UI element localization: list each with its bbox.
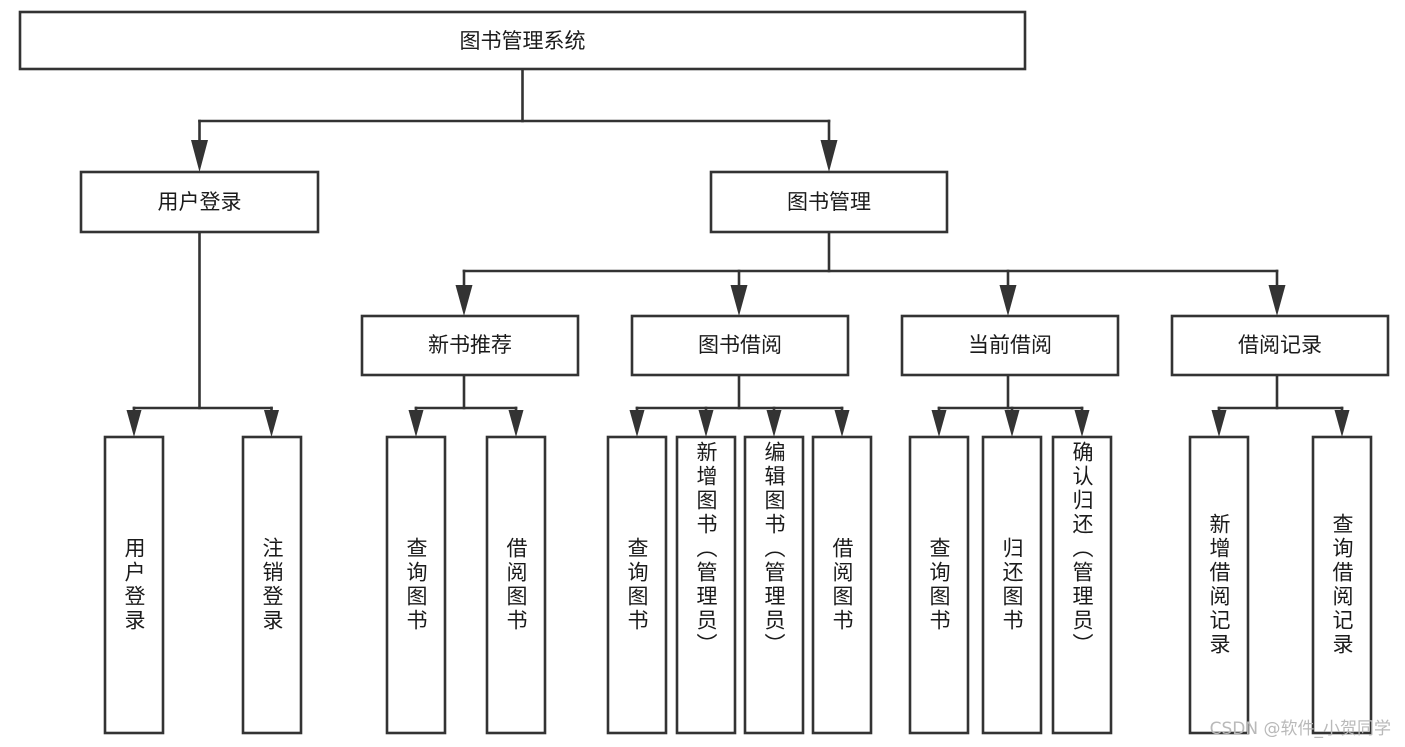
leaf-box-edit-book-admin[interactable] — [743, 435, 805, 735]
arrow-icon-leaf-return-book — [1004, 410, 1020, 437]
leaf-label: 查询图书 — [404, 537, 428, 633]
leaf-label-wrap: 新增图书（管理员） — [677, 437, 735, 733]
connector-user-login-to-leaves — [126, 230, 279, 437]
connector-current-borrow-to-leaves — [931, 373, 1090, 437]
leaf-label: 确认归还（管理员） — [1070, 441, 1094, 657]
leaf-label-wrap: 编辑图书（管理员） — [745, 437, 803, 733]
leaf-box-user-login[interactable] — [103, 435, 165, 735]
arrow-icon-book-manage — [820, 140, 838, 172]
leaf-box-add-borrow-record[interactable] — [1188, 435, 1250, 735]
arrow-icon-leaf-query-book-3 — [931, 410, 947, 437]
node-borrow-record[interactable]: 借阅记录 — [1170, 314, 1390, 377]
leaf-label: 注销登录 — [260, 537, 284, 633]
node-new-book-recommend[interactable]: 新书推荐 — [360, 314, 580, 377]
node-root[interactable]: 图书管理系统 — [18, 10, 1027, 71]
leaf-box-borrow-book-1[interactable] — [485, 435, 547, 735]
leaf-label: 借阅图书 — [504, 537, 528, 633]
node-borrow-record-label: 借阅记录 — [1238, 333, 1322, 357]
node-book-borrow[interactable]: 图书借阅 — [630, 314, 850, 377]
leaf-box-query-book-2[interactable] — [606, 435, 668, 735]
leaf-label: 归还图书 — [1000, 537, 1024, 633]
leaf-box-query-book-3[interactable] — [908, 435, 970, 735]
node-root-box[interactable] — [18, 10, 1027, 71]
leaf-label-wrap: 新增借阅记录 — [1190, 437, 1248, 733]
leaf-label-wrap: 确认归还（管理员） — [1053, 437, 1111, 733]
node-user-login-label: 用户登录 — [158, 190, 242, 214]
leaf-label: 借阅图书 — [830, 537, 854, 633]
leaf-label-wrap: 借阅图书 — [487, 437, 545, 733]
leaf-label: 新增图书（管理员） — [694, 441, 718, 657]
connector-book-borrow-to-leaves — [629, 373, 850, 437]
node-new-book-recommend-box[interactable] — [360, 314, 580, 377]
connector-root-to-level2 — [191, 67, 838, 172]
node-user-login-box[interactable] — [79, 170, 320, 234]
leaf-label-wrap: 归还图书 — [983, 437, 1041, 733]
leaf-box-add-book-admin[interactable] — [675, 435, 737, 735]
arrow-icon-leaf-add-borrow-record — [1211, 410, 1227, 437]
leaf-box-borrow-book-2[interactable] — [811, 435, 873, 735]
leaf-label: 查询借阅记录 — [1330, 513, 1354, 657]
arrow-icon-leaf-confirm-return — [1074, 410, 1090, 437]
arrow-icon-leaf-query-borrow-record — [1334, 410, 1350, 437]
node-current-borrow[interactable]: 当前借阅 — [900, 314, 1120, 377]
leaf-label-wrap: 查询图书 — [387, 437, 445, 733]
leaf-label-wrap: 用户登录 — [105, 437, 163, 733]
arrow-icon-leaf-borrow-book-2 — [834, 410, 850, 437]
leaf-label-wrap: 借阅图书 — [813, 437, 871, 733]
arrow-icon-leaf-user-logout — [264, 410, 279, 437]
node-book-borrow-label: 图书借阅 — [698, 333, 782, 357]
arrow-icon-book-borrow — [730, 285, 748, 316]
arrow-icon-leaf-user-login — [126, 410, 142, 437]
arrow-icon-borrow-record — [1268, 285, 1286, 316]
leaf-box-return-book[interactable] — [981, 435, 1043, 735]
node-current-borrow-box[interactable] — [900, 314, 1120, 377]
node-book-manage-label: 图书管理 — [787, 190, 871, 214]
leaf-box-user-logout[interactable] — [241, 435, 303, 735]
connector-book-manage-to-level3 — [455, 230, 1286, 316]
node-root-label: 图书管理系统 — [460, 29, 586, 53]
node-book-borrow-box[interactable] — [630, 314, 850, 377]
connector-borrow-record-to-leaves — [1211, 373, 1350, 437]
leaf-label: 编辑图书（管理员） — [762, 441, 786, 657]
leaf-label: 用户登录 — [122, 537, 146, 633]
leaf-label-wrap: 查询图书 — [910, 437, 968, 733]
arrow-icon-current-borrow — [999, 285, 1017, 316]
arrow-icon-leaf-borrow-book-1 — [508, 410, 524, 437]
arrow-icon-user-login — [191, 140, 208, 172]
arrow-icon-new-book-recommend — [455, 285, 473, 316]
node-book-manage-box[interactable] — [709, 170, 949, 234]
leaf-label: 查询图书 — [927, 537, 951, 633]
node-current-borrow-label: 当前借阅 — [968, 333, 1052, 357]
leaf-box-query-borrow-record[interactable] — [1311, 435, 1373, 735]
leaf-label-wrap: 注销登录 — [243, 437, 301, 733]
leaf-label-wrap: 查询图书 — [608, 437, 666, 733]
leaf-boxes — [103, 435, 1373, 735]
arrow-icon-leaf-add-book — [698, 410, 714, 437]
connector-new-book-to-leaves — [408, 373, 524, 437]
leaf-label-wrap: 查询借阅记录 — [1313, 437, 1371, 733]
arrow-icon-leaf-query-book-1 — [408, 410, 424, 437]
node-user-login[interactable]: 用户登录 — [79, 170, 320, 234]
node-new-book-recommend-label: 新书推荐 — [428, 333, 512, 357]
leaf-label: 查询图书 — [625, 537, 649, 633]
leaf-box-query-book-1[interactable] — [385, 435, 447, 735]
leaf-label: 新增借阅记录 — [1207, 513, 1231, 657]
arrow-icon-leaf-query-book-2 — [629, 410, 645, 437]
node-book-manage[interactable]: 图书管理 — [709, 170, 949, 234]
arrow-icon-leaf-edit-book — [766, 410, 782, 437]
node-borrow-record-box[interactable] — [1170, 314, 1390, 377]
leaf-box-confirm-return-admin[interactable] — [1051, 435, 1113, 735]
